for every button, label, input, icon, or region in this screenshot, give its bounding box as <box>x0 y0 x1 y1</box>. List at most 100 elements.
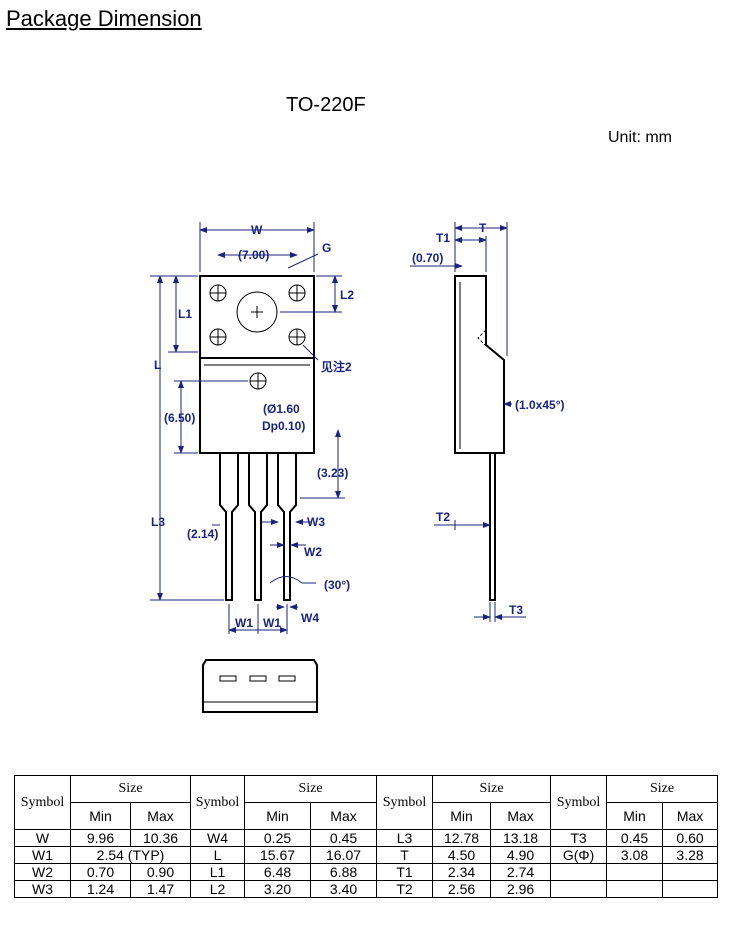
label-w2: W2 <box>304 545 322 559</box>
symbol-cell: T2 <box>376 880 434 898</box>
min-cell: 3.20 <box>244 880 312 898</box>
label-w1-right: W1 <box>263 616 281 630</box>
min-cell: 2.34 <box>432 863 492 881</box>
label-note-2: 见注2 <box>321 359 352 374</box>
package-name: TO-220F <box>286 94 366 116</box>
symbol-cell: W4 <box>190 829 246 847</box>
label-w1-left: W1 <box>235 616 253 630</box>
max-cell: 2.74 <box>490 863 552 881</box>
max-cell: 10.36 <box>129 829 192 847</box>
size-cell: 2.54 (TYP) <box>69 846 192 864</box>
label-t3: T3 <box>509 603 523 617</box>
label-w4: W4 <box>301 611 319 625</box>
symbol-cell: L3 <box>376 829 434 847</box>
min-header: Min <box>432 802 492 830</box>
min-cell: 15.67 <box>244 846 312 864</box>
max-cell: 6.88 <box>310 863 378 881</box>
symbol-cell: W3 <box>14 880 71 898</box>
label-3-23: (3.23) <box>317 466 348 480</box>
symbol-cell: W <box>14 829 71 847</box>
min-cell: 2.56 <box>432 880 492 898</box>
min-header: Min <box>70 802 131 830</box>
dimension-table: Symbol Size Symbol Size Symbol Size Symb… <box>14 775 719 898</box>
symbol-cell <box>550 863 608 881</box>
min-cell <box>606 863 664 881</box>
front-view <box>150 222 345 634</box>
size-header: Size <box>606 775 719 803</box>
min-cell: 0.45 <box>606 829 664 847</box>
symbol-cell <box>550 880 608 898</box>
label-7-00: (7.00) <box>238 248 269 262</box>
max-header: Max <box>129 802 192 830</box>
max-cell: 0.45 <box>310 829 378 847</box>
min-header: Min <box>244 802 312 830</box>
label-t1: T1 <box>436 231 450 245</box>
min-cell: 1.24 <box>70 880 131 898</box>
label-g: G <box>322 241 331 255</box>
symbol-cell: L2 <box>190 880 246 898</box>
label-0-70: (0.70) <box>412 251 443 265</box>
max-cell: 0.60 <box>662 829 719 847</box>
package-drawing: W (7.00) G L1 L2 L 见注2 (6.50) (Ø1.60 Dp0… <box>150 221 565 713</box>
side-view <box>410 222 526 622</box>
symbol-header: Symbol <box>550 775 608 830</box>
max-header: Max <box>490 802 552 830</box>
symbol-header: Symbol <box>376 775 434 830</box>
label-t: T <box>479 221 487 235</box>
label-hole-diameter: (Ø1.60 <box>263 402 300 416</box>
max-cell: 2.96 <box>490 880 552 898</box>
symbol-header: Symbol <box>14 775 71 830</box>
min-cell: 0.25 <box>244 829 312 847</box>
min-header: Min <box>606 802 664 830</box>
max-header: Max <box>662 802 719 830</box>
symbol-cell: L <box>190 846 246 864</box>
symbol-cell: W1 <box>14 846 71 864</box>
size-header: Size <box>432 775 552 803</box>
max-cell: 3.28 <box>662 846 719 864</box>
max-cell: 4.90 <box>490 846 552 864</box>
label-w3: W3 <box>307 515 325 529</box>
symbol-header: Symbol <box>190 775 246 830</box>
max-cell: 1.47 <box>129 880 192 898</box>
label-l: L <box>154 358 161 372</box>
label-w: W <box>251 223 263 237</box>
max-cell <box>662 863 719 881</box>
label-30-deg: (30°) <box>324 578 350 592</box>
symbol-cell: T <box>376 846 434 864</box>
size-header: Size <box>69 775 192 803</box>
label-hole-depth: Dp0.10) <box>262 419 305 433</box>
unit-label: Unit: mm <box>608 129 672 146</box>
min-cell <box>606 880 664 898</box>
min-cell: 6.48 <box>244 863 312 881</box>
max-cell: 3.40 <box>310 880 378 898</box>
label-l3: L3 <box>151 515 165 529</box>
bottom-view <box>202 659 318 713</box>
symbol-cell: T3 <box>550 829 608 847</box>
symbol-cell: W2 <box>14 863 71 881</box>
min-cell: 4.50 <box>432 846 492 864</box>
label-l2: L2 <box>340 288 354 302</box>
symbol-cell: T1 <box>376 863 434 881</box>
size-header: Size <box>244 775 378 803</box>
min-cell: 0.70 <box>70 863 131 881</box>
max-cell: 0.90 <box>129 863 192 881</box>
page-heading: Package Dimension <box>6 6 202 31</box>
max-cell: 16.07 <box>310 846 378 864</box>
max-header: Max <box>310 802 378 830</box>
label-2-14: (2.14) <box>187 527 218 541</box>
label-6-50: (6.50) <box>164 411 195 425</box>
min-cell: 12.78 <box>432 829 492 847</box>
label-l1: L1 <box>178 307 192 321</box>
max-cell: 13.18 <box>490 829 552 847</box>
symbol-cell: L1 <box>190 863 246 881</box>
min-cell: 3.08 <box>606 846 664 864</box>
label-t2: T2 <box>436 510 450 524</box>
min-cell: 9.96 <box>70 829 131 847</box>
label-chamfer: (1.0x45°) <box>515 398 565 412</box>
symbol-cell: G(Φ) <box>550 846 608 864</box>
max-cell <box>662 880 719 898</box>
